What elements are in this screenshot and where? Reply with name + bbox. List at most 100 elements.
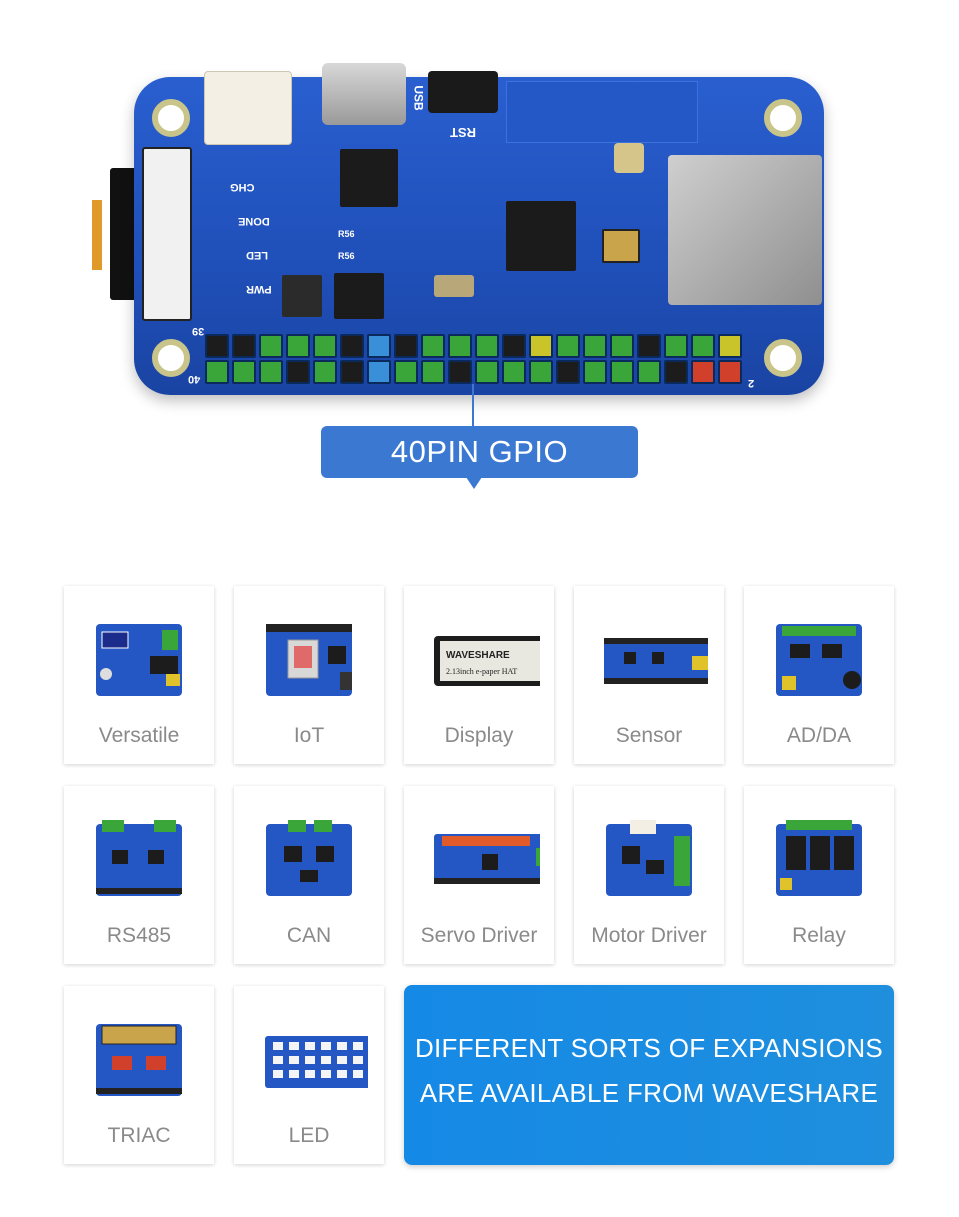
callout-line	[472, 384, 474, 428]
capacitor	[434, 275, 474, 297]
gpio-pin	[259, 360, 283, 384]
banner-line-1: DIFFERENT SORTS OF EXPANSIONS	[414, 1033, 884, 1063]
rst-silk: RST	[450, 125, 476, 140]
expansion-card-iot[interactable]: IoT	[234, 586, 384, 764]
usb-port	[322, 63, 406, 125]
expansion-label: Versatile	[98, 724, 180, 747]
gpio-pin	[637, 360, 661, 384]
reset-button	[428, 71, 498, 113]
expansion-label: Servo Driver	[420, 924, 538, 947]
expansions-banner: DIFFERENT SORTS OF EXPANSIONS ARE AVAILA…	[404, 985, 894, 1165]
gpio-pin	[340, 360, 364, 384]
expansion-label: RS485	[106, 924, 172, 947]
gpio-header-top-row	[205, 334, 745, 358]
iot-board-image	[266, 624, 352, 696]
battery-connector	[204, 71, 292, 145]
mounting-hole	[152, 99, 190, 137]
done-silk: DONE	[238, 215, 270, 227]
usb-uart-chip	[340, 149, 398, 207]
gpio-pin	[205, 334, 229, 358]
gpio-pin	[691, 334, 715, 358]
servo-board-image	[434, 834, 540, 884]
gpio-pin	[610, 360, 634, 384]
gpio-pin	[475, 334, 499, 358]
adda-board-image	[776, 624, 862, 696]
gpio-pin	[664, 334, 688, 358]
expansion-label: IoT	[293, 724, 325, 747]
led-matrix-image	[265, 1036, 368, 1088]
power-chip	[334, 273, 384, 319]
fpc-connector	[92, 200, 102, 270]
gpio-pin	[421, 360, 445, 384]
expansion-card-servo[interactable]: Servo Driver	[404, 786, 554, 964]
gpio-pin	[367, 360, 391, 384]
gpio-pin	[421, 334, 445, 358]
gpio-pin	[286, 360, 310, 384]
gpio-pin	[556, 360, 580, 384]
expansion-label: TRIAC	[107, 1124, 171, 1147]
expansion-card-can[interactable]: CAN	[234, 786, 384, 964]
expansion-card-triac[interactable]: TRIAC	[64, 986, 214, 1164]
gpio-pin	[448, 334, 472, 358]
crystal	[602, 229, 640, 263]
expansion-label: Motor Driver	[591, 924, 707, 947]
antenna-area	[506, 81, 698, 143]
expansion-label: Sensor	[615, 724, 683, 747]
gpio-pin	[286, 334, 310, 358]
gpio-pin	[556, 334, 580, 358]
mounting-hole	[764, 339, 802, 377]
gpio-pin	[502, 334, 526, 358]
rs485-board-image	[96, 820, 182, 896]
gpio-header-label: 40PIN GPIO HEADER	[321, 426, 638, 521]
expansion-card-versatile[interactable]: Versatile	[64, 586, 214, 764]
epaper-display-image: WAVESHARE 2.13inch e-paper HAT	[434, 636, 540, 686]
gpio-pin	[259, 334, 283, 358]
antenna-connector	[614, 143, 644, 173]
sensor-board-image	[604, 638, 708, 684]
expansion-label: AD/DA	[786, 724, 852, 747]
fpc-slot	[142, 147, 192, 321]
expansion-card-display[interactable]: WAVESHARE 2.13inch e-paper HAT Display	[404, 586, 554, 764]
gpio-pin	[637, 334, 661, 358]
gpio-pin	[529, 360, 553, 384]
expansion-label: CAN	[286, 924, 332, 947]
expansion-label: Display	[444, 724, 514, 747]
expansion-card-motor[interactable]: Motor Driver	[574, 786, 724, 964]
banner-line-2: ARE AVAILABLE FROM WAVESHARE	[419, 1078, 879, 1108]
expansion-label: Relay	[792, 924, 846, 947]
chg-silk: CHG	[230, 181, 255, 193]
led-silk: LED	[246, 249, 268, 261]
r56-silk: R56	[338, 229, 355, 239]
expansion-card-led[interactable]: LED	[234, 986, 384, 1164]
triac-board-image	[96, 1024, 182, 1096]
relay-board-image	[776, 820, 862, 896]
gpio-pin	[529, 334, 553, 358]
gpio-pin	[394, 334, 418, 358]
pin39-silk: 39	[192, 325, 205, 337]
versatile-board-image	[96, 624, 182, 696]
gpio-pin	[232, 360, 256, 384]
expansion-card-adda[interactable]: AD/DA	[744, 586, 894, 764]
gpio-pin	[502, 360, 526, 384]
esp32-chip	[506, 201, 576, 271]
mounting-hole	[152, 339, 190, 377]
sd-card-slot	[668, 155, 822, 305]
gpio-pin	[475, 360, 499, 384]
gpio-pin	[691, 360, 715, 384]
gpio-pin	[448, 360, 472, 384]
gpio-pin	[610, 334, 634, 358]
display-thumb-caption: 2.13inch e-paper HAT	[446, 667, 517, 676]
gpio-header-bottom-row	[205, 360, 745, 384]
callout-pointer	[466, 477, 482, 489]
gpio-pin	[718, 360, 742, 384]
expansion-card-relay[interactable]: Relay	[744, 786, 894, 964]
gpio-pin	[232, 334, 256, 358]
expansion-card-sensor[interactable]: Sensor	[574, 586, 724, 764]
gpio-pin	[394, 360, 418, 384]
gpio-pin	[313, 360, 337, 384]
gpio-pin	[205, 360, 229, 384]
regulator-chip	[282, 275, 322, 317]
r56-silk: R56	[338, 251, 355, 261]
expansion-card-rs485[interactable]: RS485	[64, 786, 214, 964]
gpio-pin	[583, 360, 607, 384]
